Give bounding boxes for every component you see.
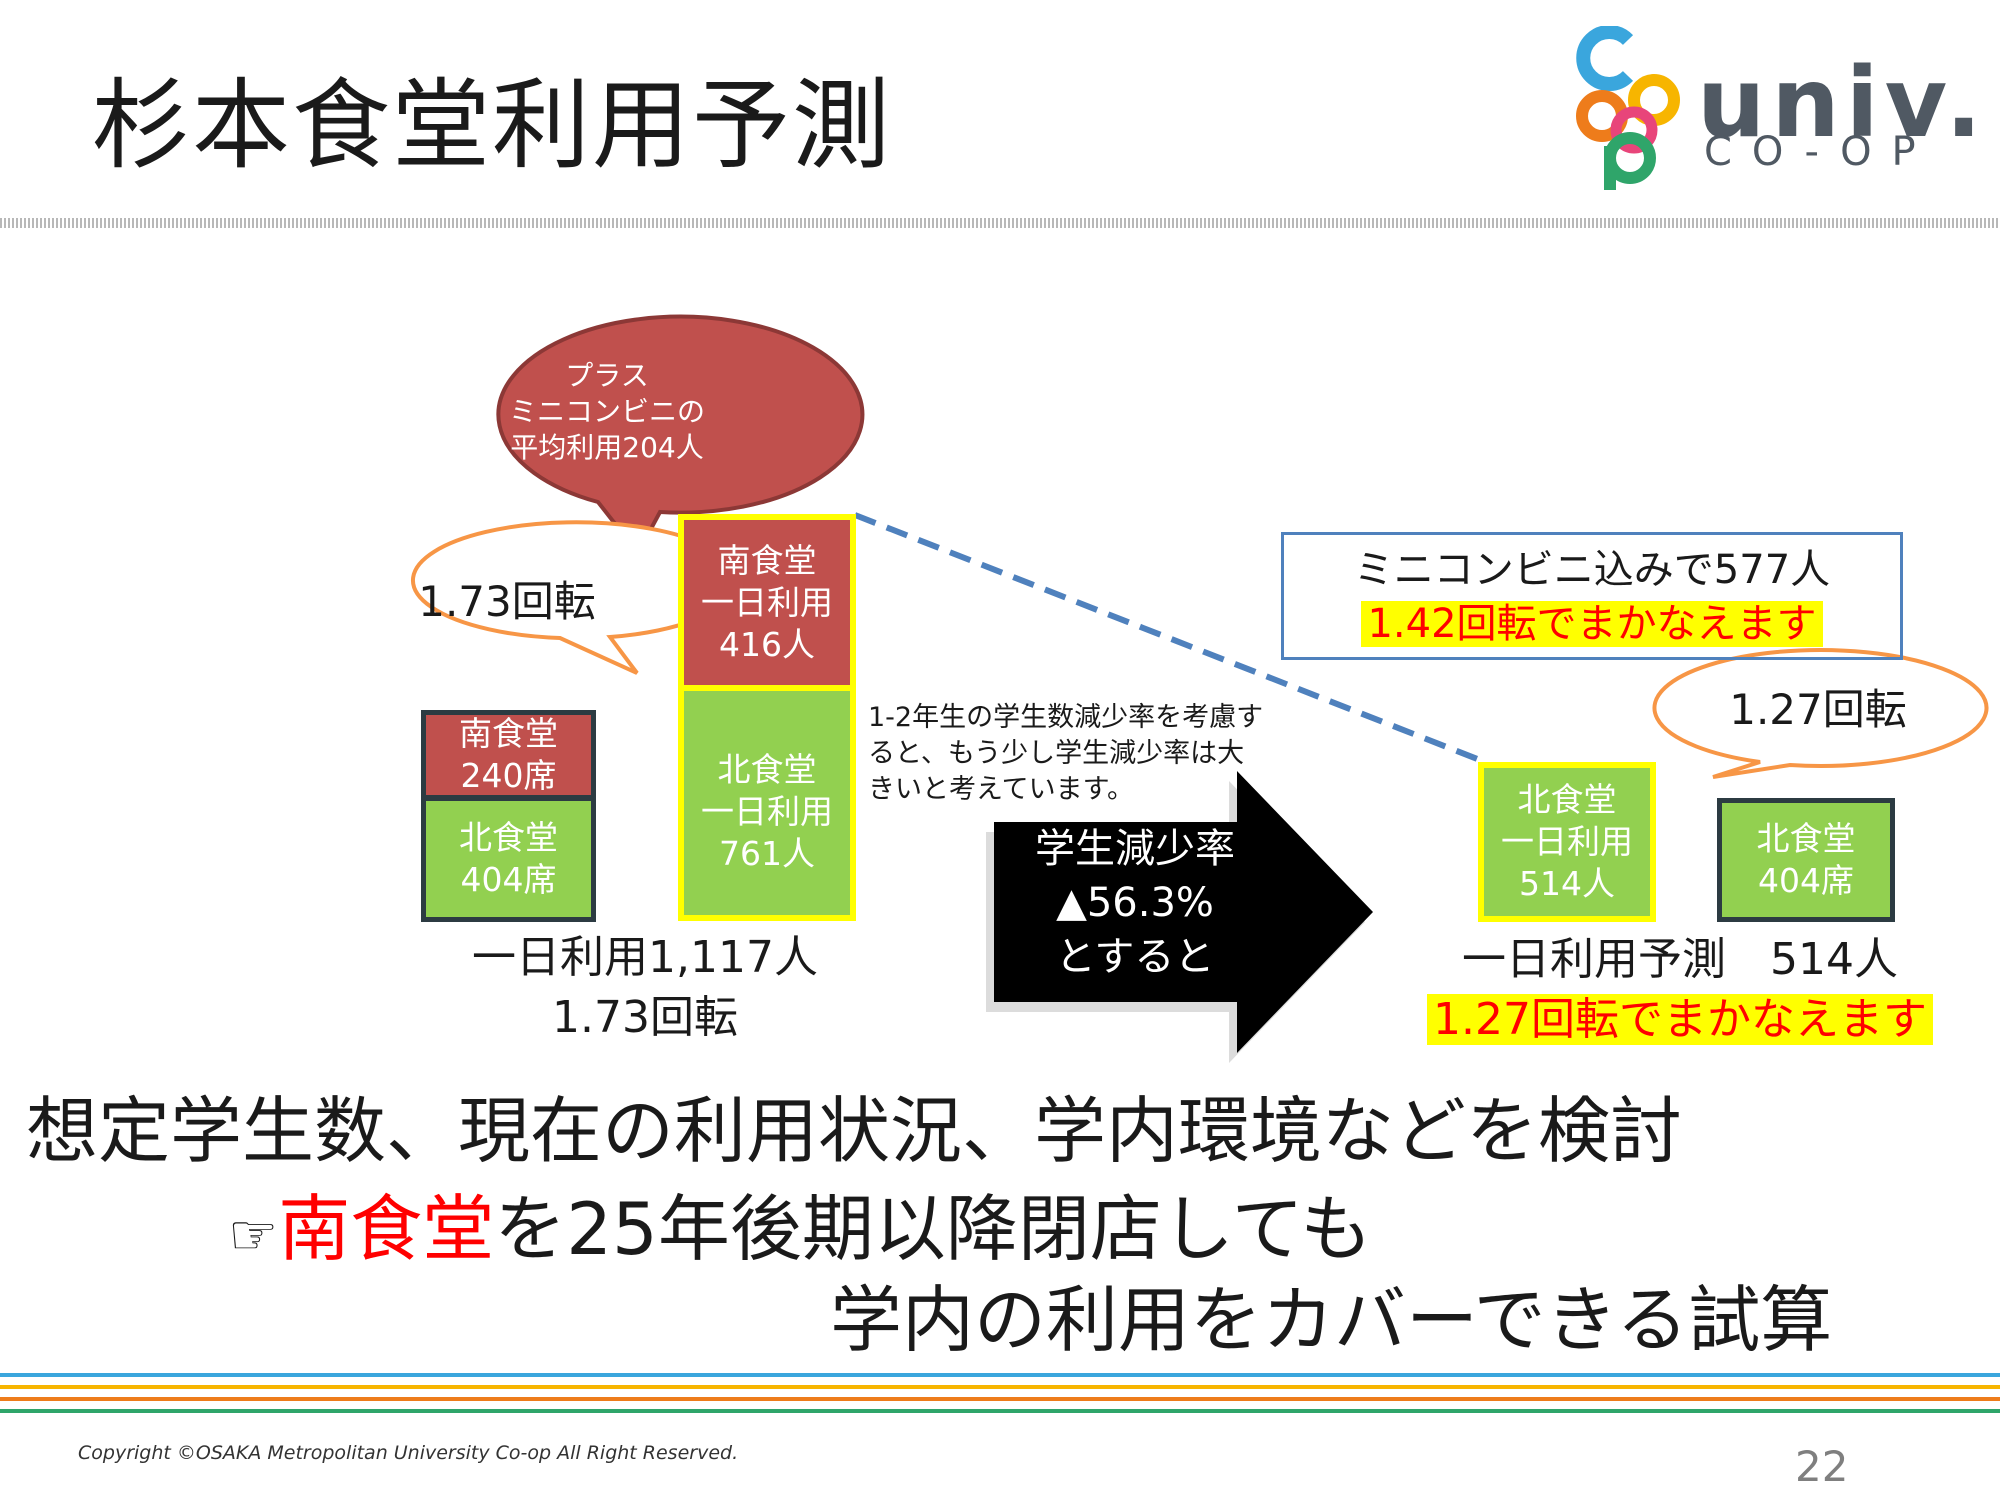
forecast-total-rotation: 1.27回転でまかなえます: [1420, 992, 1940, 1048]
forecast-north-seats-block: 北食堂 404席: [1717, 798, 1895, 922]
conclusion-line-3: 学内の利用をカバーできる試算: [830, 1278, 1833, 1362]
forecast-highlight: 1.27回転でまかなえます: [1427, 994, 1933, 1045]
footer-stripe-green: [0, 1409, 2000, 1413]
conclusion-red-text: 南食堂: [278, 1187, 495, 1271]
convenience-store-box: ミニコンビニ込みで577人 1.42回転でまかなえます: [1281, 532, 1903, 660]
left-rotation-label: 1.73回転: [418, 577, 596, 626]
block-name: 北食堂: [1517, 780, 1617, 819]
logo-univ-text: univ.: [1697, 47, 1988, 159]
conclusion-line-2: ☞南食堂を25年後期以降閉店しても: [228, 1184, 1372, 1281]
arrow-line: とすると: [1055, 934, 1215, 980]
block-name: 北食堂: [459, 818, 558, 857]
footer-stripe-blue: [0, 1373, 2000, 1377]
block-value: 416人: [719, 624, 815, 664]
block-sub: 一日利用: [701, 792, 833, 831]
pointing-hand-icon: ☞: [228, 1203, 279, 1268]
box-line: ミニコンビニ込みで577人: [1353, 547, 1831, 593]
block-name: 南食堂: [459, 714, 558, 753]
right-rotation-callout-shape: [1652, 647, 1989, 779]
forecast-north-daily-block: 北食堂 一日利用 514人: [1478, 762, 1656, 922]
logo-coop-text: CO-OP: [1704, 129, 1936, 175]
page-number: 22: [1795, 1442, 1849, 1491]
forecast-total-daily: 一日利用予測 514人: [1462, 934, 1898, 985]
plus-bubble-line: プラス: [565, 359, 649, 392]
current-total-rotation: 1.73回転: [552, 992, 738, 1043]
student-decline-note: 1-2年生の学生数減少率を考慮すると、もう少し学生減少率は大きいと考えています。: [868, 702, 1264, 805]
north-seats-block: 北食堂 404席: [421, 796, 596, 922]
block-name: 南食堂: [717, 540, 817, 580]
arrow-line: 学生減少率: [1035, 826, 1235, 872]
block-sub: 一日利用: [1501, 822, 1633, 861]
right-rotation-label: 1.27回転: [1729, 685, 1907, 734]
south-daily-block: 南食堂 一日利用 416人: [678, 514, 856, 691]
block-value: 404席: [1758, 861, 1854, 900]
block-value: 761人: [719, 834, 815, 873]
block-value: 514人: [1519, 864, 1615, 903]
conclusion-line-1: 想定学生数、現在の利用状況、学内環境などを検討: [26, 1089, 1683, 1173]
box-highlight: 1.42回転でまかなえます: [1361, 601, 1823, 647]
block-name: 北食堂: [1756, 819, 1856, 858]
plus-bubble-text: プラス ミニコンビニの 平均利用204人: [452, 358, 762, 466]
dashed-trend-line: [853, 512, 1487, 765]
plus-bubble-line: 平均利用204人: [510, 431, 704, 464]
footer-stripe-orange: [0, 1397, 2000, 1401]
header-divider: [0, 218, 2000, 228]
page-title: 杉本食堂利用予測: [92, 69, 893, 183]
plus-bubble-shape: [496, 314, 865, 557]
block-name: 北食堂: [717, 750, 817, 789]
footer-stripe-yellow: [0, 1385, 2000, 1389]
current-total-daily: 一日利用1,117人: [472, 932, 818, 983]
block-sub: 一日利用: [701, 582, 833, 622]
conclusion-rest-text: を25年後期以降閉店しても: [494, 1187, 1373, 1271]
reduction-arrow-text: 学生減少率 ▲56.3% とすると: [1000, 822, 1270, 984]
coop-logo-mark: [1576, 26, 1680, 190]
plus-bubble-line: ミニコンビニの: [508, 395, 705, 428]
block-value: 404席: [460, 860, 557, 899]
south-seats-block: 南食堂 240席: [421, 710, 596, 800]
arrow-line: ▲56.3%: [1056, 880, 1214, 926]
north-daily-block: 北食堂 一日利用 761人: [678, 685, 856, 921]
block-value: 240席: [460, 756, 557, 795]
reduction-arrow-shape: [994, 771, 1373, 1053]
copyright-text: Copyright ©OSAKA Metropolitan University…: [78, 1442, 739, 1464]
